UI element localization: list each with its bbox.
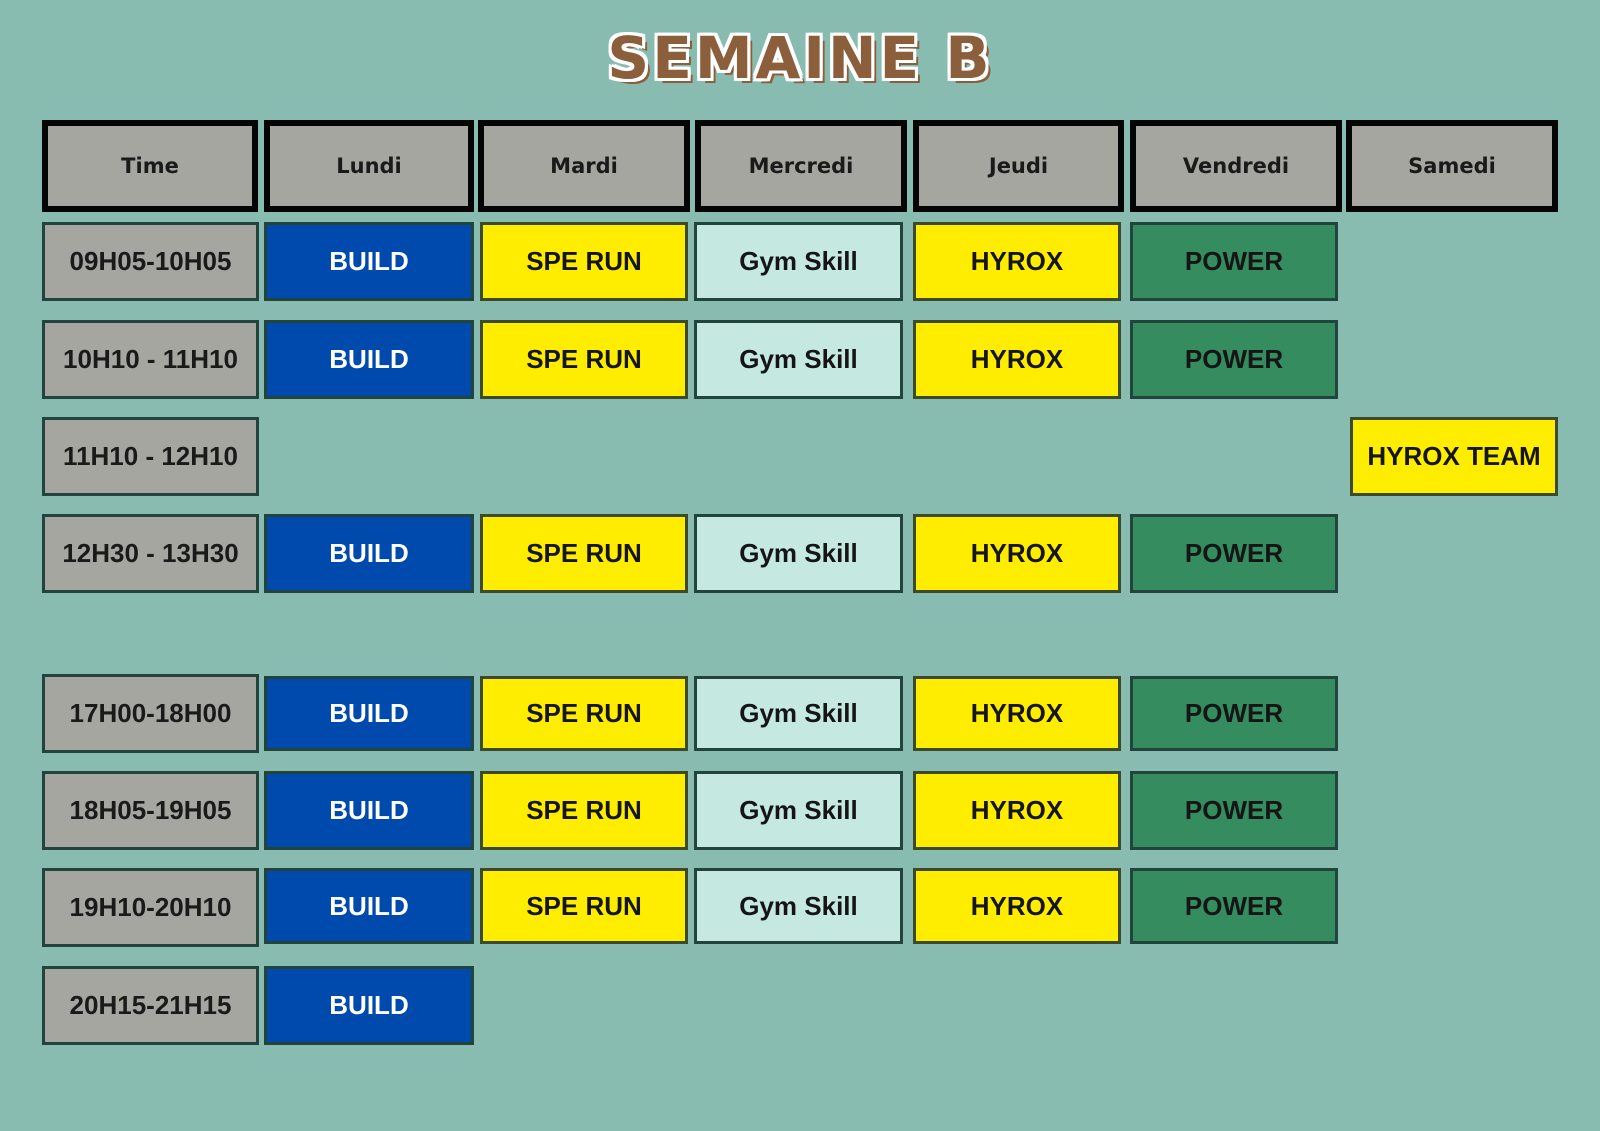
class-power: POWER — [1130, 514, 1338, 593]
class-spe-run: SPE RUN — [480, 514, 688, 593]
class-gym-skill: Gym Skill — [694, 868, 903, 944]
class-hyrox: HYROX — [913, 676, 1121, 751]
class-hyrox-team: HYROX TEAM — [1350, 417, 1558, 496]
time-slot: 09H05-10H05 — [42, 222, 259, 301]
class-power: POWER — [1130, 868, 1338, 944]
class-build: BUILD — [264, 676, 474, 751]
class-spe-run: SPE RUN — [480, 676, 688, 751]
page-title: SEMAINE B — [607, 24, 993, 92]
class-build: BUILD — [264, 514, 474, 593]
class-spe-run: SPE RUN — [480, 222, 688, 301]
header-lundi: Lundi — [264, 120, 474, 212]
header-jeudi: Jeudi — [913, 120, 1124, 212]
time-slot: 12H30 - 13H30 — [42, 514, 259, 593]
class-build: BUILD — [264, 868, 474, 944]
time-slot: 18H05-19H05 — [42, 771, 259, 850]
class-hyrox: HYROX — [913, 771, 1121, 850]
class-hyrox: HYROX — [913, 320, 1121, 399]
class-build: BUILD — [264, 222, 474, 301]
class-spe-run: SPE RUN — [480, 771, 688, 850]
class-hyrox: HYROX — [913, 222, 1121, 301]
time-slot: 11H10 - 12H10 — [42, 417, 259, 496]
class-hyrox: HYROX — [913, 868, 1121, 944]
class-build: BUILD — [264, 771, 474, 850]
class-gym-skill: Gym Skill — [694, 320, 903, 399]
time-slot: 20H15-21H15 — [42, 966, 259, 1045]
time-slot: 17H00-18H00 — [42, 674, 259, 753]
time-slot: 19H10-20H10 — [42, 868, 259, 947]
class-power: POWER — [1130, 676, 1338, 751]
class-hyrox: HYROX — [913, 514, 1121, 593]
class-gym-skill: Gym Skill — [694, 222, 903, 301]
class-spe-run: SPE RUN — [480, 868, 688, 944]
class-power: POWER — [1130, 320, 1338, 399]
class-spe-run: SPE RUN — [480, 320, 688, 399]
class-build: BUILD — [264, 320, 474, 399]
class-gym-skill: Gym Skill — [694, 771, 903, 850]
class-build: BUILD — [264, 966, 474, 1045]
header-mardi: Mardi — [478, 120, 690, 212]
header-samedi: Samedi — [1346, 120, 1558, 212]
header-mercredi: Mercredi — [695, 120, 907, 212]
time-slot: 10H10 - 11H10 — [42, 320, 259, 399]
header-time: Time — [42, 120, 258, 212]
class-power: POWER — [1130, 222, 1338, 301]
header-vendredi: Vendredi — [1130, 120, 1342, 212]
class-gym-skill: Gym Skill — [694, 676, 903, 751]
class-power: POWER — [1130, 771, 1338, 850]
class-gym-skill: Gym Skill — [694, 514, 903, 593]
